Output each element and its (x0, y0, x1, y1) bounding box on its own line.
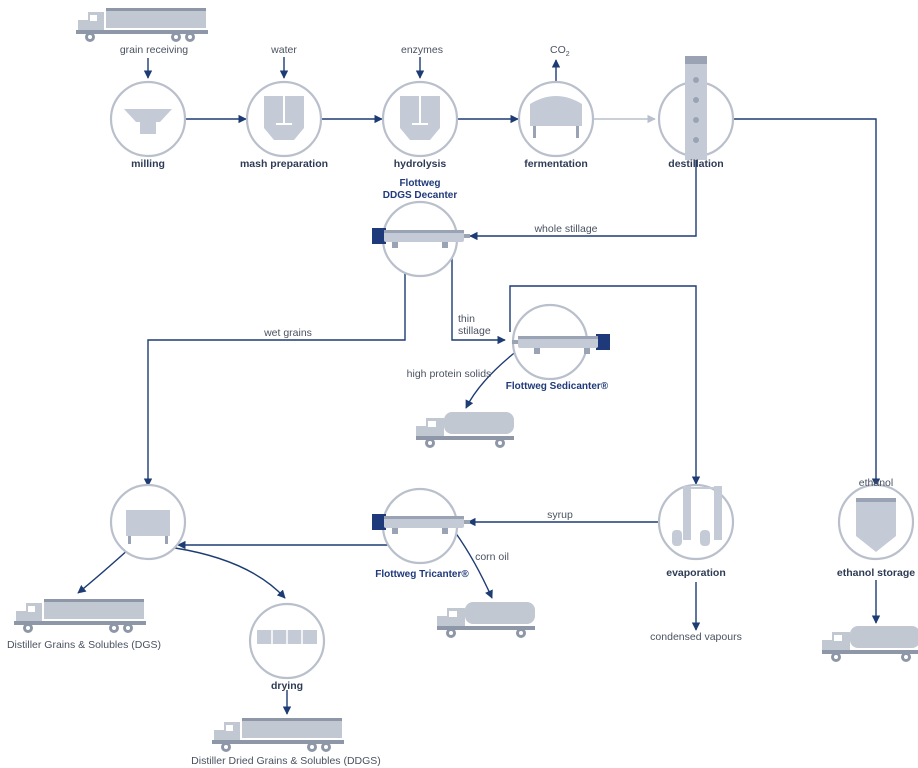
flow-lines (77, 57, 881, 715)
hydrolysis-unit (381, 80, 459, 158)
label-corn-oil: corn oil (475, 551, 509, 563)
mixer-unit (109, 483, 187, 561)
mash-unit (245, 80, 323, 158)
label-ddgs-decanter-2: DDGS Decanter (383, 190, 458, 201)
flow-wet-grains (143, 246, 406, 487)
flow-ethanol (732, 118, 881, 487)
ddgs-decanter-unit (372, 200, 470, 278)
protein-tanker-icon (416, 412, 514, 448)
label-dgs: Distiller Grains & Solubles (DGS) (7, 639, 161, 651)
label-mash-preparation: mash preparation (240, 158, 328, 170)
milling-unit (109, 80, 187, 158)
evaporation-unit (657, 483, 735, 561)
label-grain-receiving: grain receiving (120, 44, 188, 56)
fermenter-icon (530, 96, 582, 126)
destillation-unit (657, 56, 735, 160)
label-thin-stillage-2: stillage (458, 325, 491, 337)
mixer-tank-icon (126, 510, 170, 536)
sedicanter-unit (511, 303, 610, 381)
grain-truck-icon (76, 8, 208, 42)
dgs-truck-icon (14, 599, 146, 633)
ethanol-storage-unit (837, 483, 915, 561)
flow-to-dgs (77, 547, 131, 594)
label-enzymes: enzymes (401, 44, 443, 56)
flow-to-drying (174, 547, 286, 599)
label-ddgs-decanter-1: Flottweg (399, 178, 440, 189)
label-syrup: syrup (547, 509, 573, 521)
label-ethanol: ethanol (859, 477, 893, 489)
flow-high-protein (465, 349, 519, 409)
label-thin-stillage-1: thin (458, 313, 475, 325)
label-ethanol-storage: ethanol storage (837, 567, 915, 579)
flow-thin-stillage (451, 246, 506, 345)
label-hydrolysis: hydrolysis (394, 158, 447, 170)
label-ddgs: Distiller Dried Grains & Solubles (DDGS) (191, 755, 381, 767)
label-wet-grains: wet grains (263, 327, 312, 339)
label-tricanter: Flottweg Tricanter® (375, 569, 469, 580)
label-evaporation: evaporation (666, 567, 726, 579)
flow-sedicanter-to-evaporation (509, 285, 701, 485)
label-milling: milling (131, 158, 165, 170)
label-co2: CO2 (550, 44, 570, 58)
label-destillation: destillation (668, 158, 723, 170)
tricanter-unit (372, 487, 470, 565)
label-water: water (270, 44, 297, 56)
column-icon (685, 56, 707, 160)
corn-oil-tanker-icon (437, 602, 535, 638)
ddgs-truck-icon (212, 718, 344, 752)
label-condensed-vapours: condensed vapours (650, 631, 742, 643)
label-high-protein-solids: high protein solids (407, 368, 492, 380)
fermentation-unit (517, 80, 595, 158)
drying-unit (248, 602, 326, 680)
storage-tank-icon (856, 498, 896, 552)
label-fermentation: fermentation (524, 158, 588, 170)
ethanol-tanker-icon (822, 626, 918, 662)
label-drying: drying (271, 680, 303, 692)
label-whole-stillage: whole stillage (533, 223, 597, 235)
flow-whole-stillage (469, 158, 697, 241)
label-sedicanter: Flottweg Sedicanter® (506, 381, 609, 392)
flow-corn-oil (454, 531, 493, 599)
hopper-icon (124, 109, 172, 122)
evaporator-icon (683, 486, 691, 540)
